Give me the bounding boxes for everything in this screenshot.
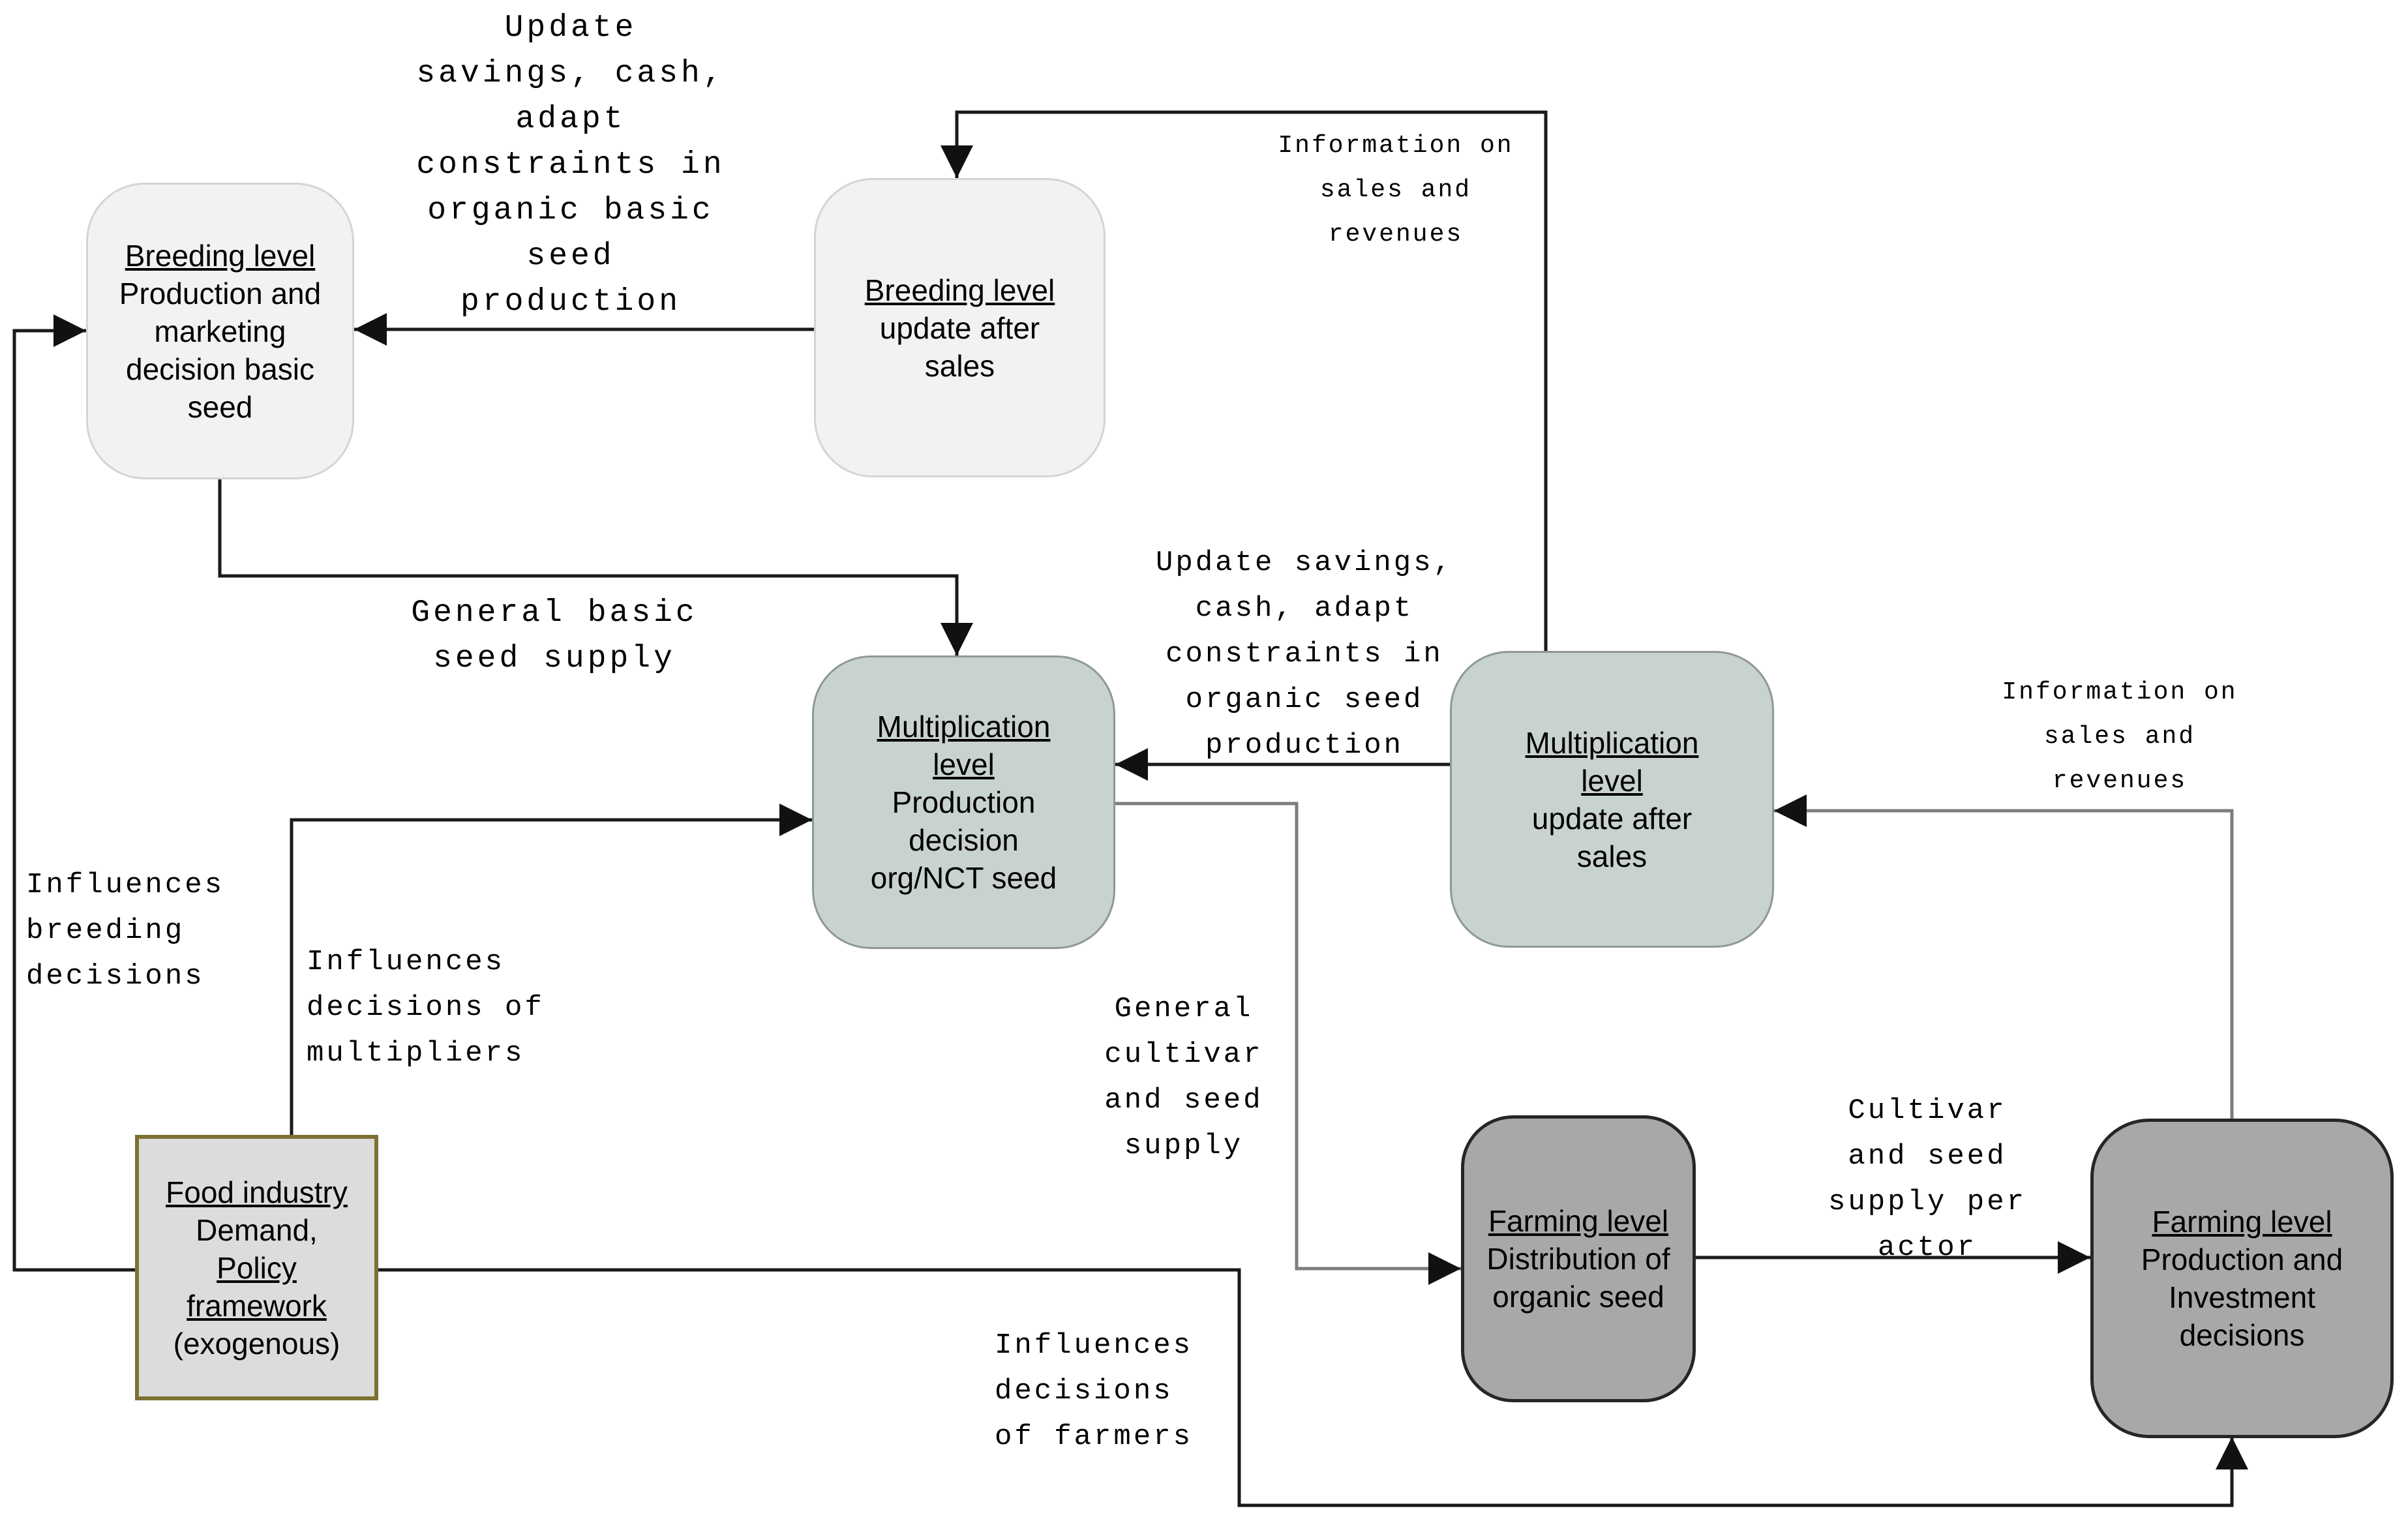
node-multiplication-decision: Multiplication level Production decision…	[812, 655, 1115, 949]
edge-influences-multipliers	[290, 804, 812, 1135]
node-farming-distribution-heading: Farming level	[1488, 1204, 1669, 1238]
node-multiplication-decision-body: Production decision org/NCT seed	[870, 785, 1057, 895]
node-breeding-decision-heading: Breeding level	[125, 238, 316, 273]
node-breeding-decision-body: Production and marketing decision basic …	[119, 276, 322, 424]
node-multiplication-update-heading: Multiplication level	[1525, 725, 1699, 798]
node-food-industry-body2: (exogenous)	[173, 1326, 340, 1361]
edge-influences-farmers	[378, 1268, 2248, 1507]
label-update-seed-production: Update savings, cash, adapt constraints …	[1155, 547, 1454, 762]
label-influences-breeding: Influences breeding decisions	[26, 869, 225, 993]
node-multiplication-update: Multiplication level update after sales	[1450, 651, 1774, 948]
node-food-industry-heading: Food industry	[166, 1175, 348, 1209]
node-breeding-decision: Breeding level Production and marketing …	[86, 183, 354, 479]
label-influences-multipliers: Influences decisions of multipliers	[307, 946, 545, 1070]
node-food-industry: Food industry Demand, Policy framework (…	[135, 1135, 378, 1400]
node-farming-distribution-body: Distribution of organic seed	[1486, 1242, 1670, 1314]
label-info-sales-top: Information on sales and revenues	[1278, 132, 1514, 248]
node-farming-production-body: Production and Investment decisions	[2141, 1242, 2343, 1352]
node-farming-production-heading: Farming level	[2152, 1205, 2332, 1239]
edge-info-sales-top	[941, 110, 1548, 651]
node-food-industry-heading2: Policy framework	[187, 1250, 327, 1323]
edge-general-cultivar-supply	[1115, 802, 1461, 1285]
label-influences-farmers: Influences decisions of farmers	[995, 1329, 1194, 1453]
node-farming-production: Farming level Production and Investment …	[2090, 1119, 2394, 1438]
edge-general-basic-seed-supply	[218, 479, 973, 655]
node-food-industry-body: Demand,	[196, 1212, 318, 1247]
node-breeding-update: Breeding level update after sales	[814, 178, 1106, 477]
label-info-sales-right: Information on sales and revenues	[2002, 678, 2238, 795]
edge-info-sales-right	[1774, 794, 2234, 1119]
label-cultivar-per-actor: Cultivar and seed supply per actor	[1828, 1094, 2027, 1264]
node-breeding-update-body: update after sales	[879, 310, 1040, 383]
label-general-basic-seed-supply: General basic seed supply	[411, 595, 698, 676]
node-breeding-update-heading: Breeding level	[864, 273, 1055, 307]
edge-influences-breeding	[12, 314, 135, 1272]
node-multiplication-decision-heading: Multiplication level	[877, 710, 1051, 781]
label-update-basic-seed: Update savings, cash, adapt constraints …	[416, 10, 725, 320]
node-multiplication-update-body: update after sales	[1531, 801, 1693, 873]
label-general-cultivar-supply: General cultivar and seed supply	[1104, 993, 1263, 1162]
node-farming-distribution: Farming level Distribution of organic se…	[1461, 1115, 1696, 1402]
